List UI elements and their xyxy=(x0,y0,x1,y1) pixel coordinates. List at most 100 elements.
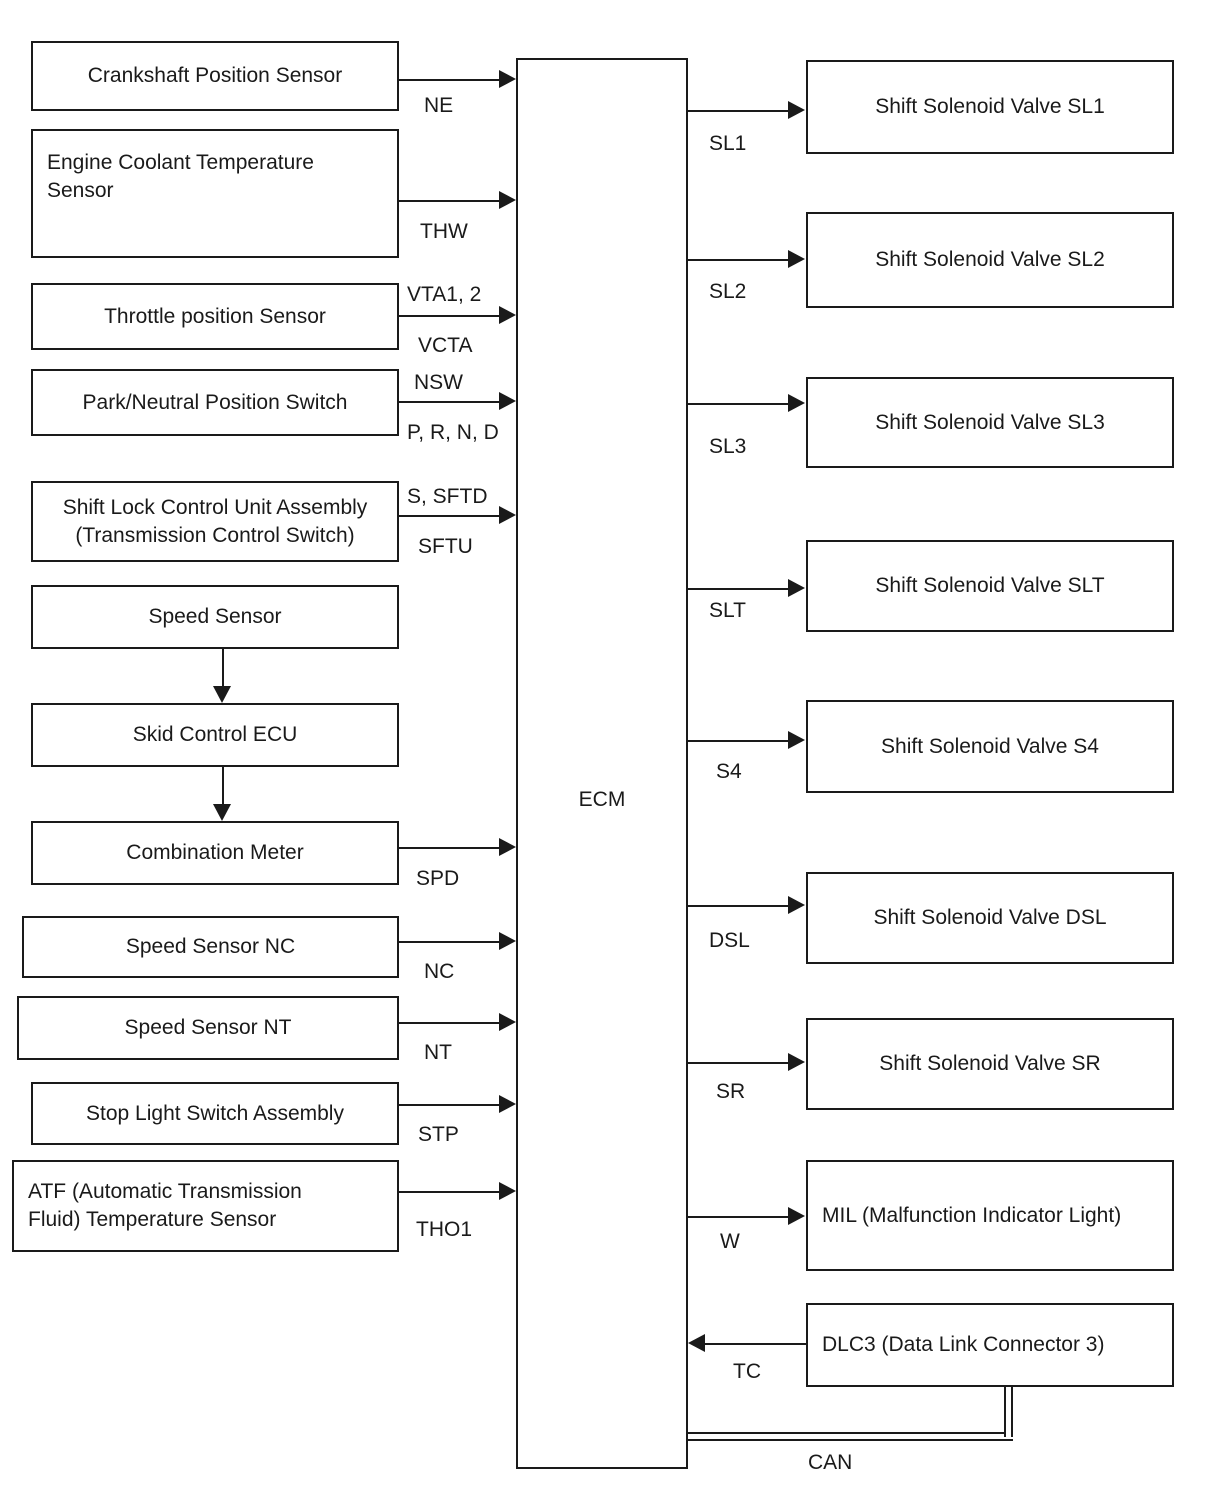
box-label: Speed Sensor xyxy=(148,605,282,629)
ecm-label: ECM xyxy=(578,788,626,811)
arrow-vta xyxy=(499,306,516,324)
signal-label-dsl: DSL xyxy=(709,929,750,952)
box-shift-solenoid-valve-dsl[interactable]: Shift Solenoid Valve DSL xyxy=(806,872,1174,964)
arrow-ne xyxy=(499,70,516,88)
signal-label-w: W xyxy=(720,1230,740,1253)
box-atf-temperature-sensor[interactable]: ATF (Automatic Transmission Fluid) Tempe… xyxy=(12,1160,399,1252)
signal-label-slt: SLT xyxy=(709,599,746,622)
arrow-tc xyxy=(688,1334,705,1352)
arrow-sl2 xyxy=(788,250,805,268)
box-park-neutral-position-switch[interactable]: Park/Neutral Position Switch xyxy=(31,369,399,436)
signal-label-sr: SR xyxy=(716,1080,746,1103)
connector-line-slt xyxy=(688,588,788,590)
box-label: Shift Solenoid Valve SL2 xyxy=(875,248,1105,272)
box-shift-lock-control-unit-assembly[interactable]: Shift Lock Control Unit Assembly (Transm… xyxy=(31,481,399,562)
connector-line-nsw xyxy=(399,401,499,403)
arrow-tho1 xyxy=(499,1182,516,1200)
box-shift-solenoid-valve-slt[interactable]: Shift Solenoid Valve SLT xyxy=(806,540,1174,632)
connector-line-nc xyxy=(399,941,499,943)
box-label: Shift Solenoid Valve SR xyxy=(879,1052,1101,1076)
signal-label-vta: VTA1, 2 xyxy=(407,283,482,306)
connector-line-thw xyxy=(399,200,499,202)
arrow-skid-to-meter xyxy=(213,804,231,821)
box-label: Throttle position Sensor xyxy=(104,304,326,328)
signal-label-s4: S4 xyxy=(716,760,742,783)
signal-label-thw: THW xyxy=(420,220,468,243)
box-shift-solenoid-valve-s4[interactable]: Shift Solenoid Valve S4 xyxy=(806,700,1174,793)
signal-label-prnd: P, R, N, D xyxy=(407,421,499,444)
can-bus-vertical xyxy=(1004,1387,1013,1437)
box-crankshaft-position-sensor[interactable]: Crankshaft Position Sensor xyxy=(31,41,399,111)
box-mil[interactable]: MIL (Malfunction Indicator Light) xyxy=(806,1160,1174,1271)
can-bus-label: CAN xyxy=(808,1451,853,1474)
connector-line-skid-to-meter xyxy=(222,767,224,805)
signal-label-nc: NC xyxy=(424,960,455,983)
connector-line-ne xyxy=(399,79,499,81)
arrow-s4 xyxy=(788,731,805,749)
connector-line-sr xyxy=(688,1062,788,1064)
signal-label-nsw: NSW xyxy=(414,371,463,394)
signal-label-s-sftd: S, SFTD xyxy=(407,485,488,508)
connector-line-s4 xyxy=(688,740,788,742)
box-speed-sensor-nt[interactable]: Speed Sensor NT xyxy=(17,996,399,1060)
box-label: Speed Sensor NC xyxy=(125,935,296,959)
signal-label-sftu: SFTU xyxy=(418,535,473,558)
box-label: Shift Solenoid Valve DSL xyxy=(873,906,1107,930)
box-throttle-position-sensor[interactable]: Throttle position Sensor xyxy=(31,283,399,350)
connector-line-nt xyxy=(399,1022,499,1024)
box-label: Engine Coolant Temperature Sensor xyxy=(47,151,314,202)
signal-label-stp: STP xyxy=(418,1123,459,1146)
box-shift-solenoid-valve-sr[interactable]: Shift Solenoid Valve SR xyxy=(806,1018,1174,1110)
box-dlc3[interactable]: DLC3 (Data Link Connector 3) xyxy=(806,1303,1174,1387)
box-stop-light-switch-assembly[interactable]: Stop Light Switch Assembly xyxy=(31,1082,399,1145)
arrow-spd xyxy=(499,838,516,856)
arrow-nsw xyxy=(499,392,516,410)
signal-label-tc: TC xyxy=(733,1360,761,1383)
connector-line-sl1 xyxy=(688,110,788,112)
box-engine-coolant-temperature-sensor[interactable]: Engine Coolant Temperature Sensor xyxy=(31,129,399,258)
box-speed-sensor-nc[interactable]: Speed Sensor NC xyxy=(22,916,399,978)
arrow-sl3 xyxy=(788,394,805,412)
box-label: Park/Neutral Position Switch xyxy=(82,390,348,414)
signal-label-tho1: THO1 xyxy=(416,1218,473,1241)
connector-line-sl3 xyxy=(688,403,788,405)
connector-line-speed-to-skid xyxy=(222,649,224,688)
arrow-sr xyxy=(788,1053,805,1071)
box-label: Skid Control ECU xyxy=(132,723,298,747)
arrow-speed-to-skid xyxy=(213,686,231,703)
box-shift-solenoid-valve-sl2[interactable]: Shift Solenoid Valve SL2 xyxy=(806,212,1174,308)
ecm-box[interactable]: ECM xyxy=(516,58,688,1469)
box-label: Shift Solenoid Valve SL1 xyxy=(875,95,1105,119)
box-label: Shift Solenoid Valve S4 xyxy=(881,734,1099,758)
box-shift-solenoid-valve-sl3[interactable]: Shift Solenoid Valve SL3 xyxy=(806,377,1174,468)
box-label: DLC3 (Data Link Connector 3) xyxy=(822,1333,1105,1357)
signal-label-ne: NE xyxy=(424,94,454,117)
arrow-dsl xyxy=(788,896,805,914)
connector-line-spd xyxy=(399,847,499,849)
box-skid-control-ecu[interactable]: Skid Control ECU xyxy=(31,703,399,767)
signal-label-nt: NT xyxy=(424,1041,452,1064)
arrow-nc xyxy=(499,932,516,950)
box-label: Crankshaft Position Sensor xyxy=(87,64,343,88)
box-label: Speed Sensor NT xyxy=(124,1016,292,1040)
connector-line-tc xyxy=(705,1343,806,1345)
arrow-nt xyxy=(499,1013,516,1031)
box-speed-sensor[interactable]: Speed Sensor xyxy=(31,585,399,649)
connector-line-dsl xyxy=(688,905,788,907)
signal-label-sl1: SL1 xyxy=(709,132,747,155)
signal-label-sl2: SL2 xyxy=(709,280,747,303)
box-shift-solenoid-valve-sl1[interactable]: Shift Solenoid Valve SL1 xyxy=(806,60,1174,154)
connector-line-w xyxy=(688,1216,788,1218)
arrow-thw xyxy=(499,191,516,209)
arrow-sl1 xyxy=(788,101,805,119)
box-label: Shift Lock Control Unit Assembly (Transm… xyxy=(62,495,368,547)
connector-line-sl2 xyxy=(688,259,788,261)
can-bus-horizontal xyxy=(688,1432,1013,1441)
connector-line-sftd xyxy=(399,515,499,517)
connector-line-tho1 xyxy=(399,1191,499,1193)
arrow-stp xyxy=(499,1095,516,1113)
box-combination-meter[interactable]: Combination Meter xyxy=(31,821,399,885)
arrow-slt xyxy=(788,579,805,597)
box-label: MIL (Malfunction Indicator Light) xyxy=(822,1203,1122,1227)
